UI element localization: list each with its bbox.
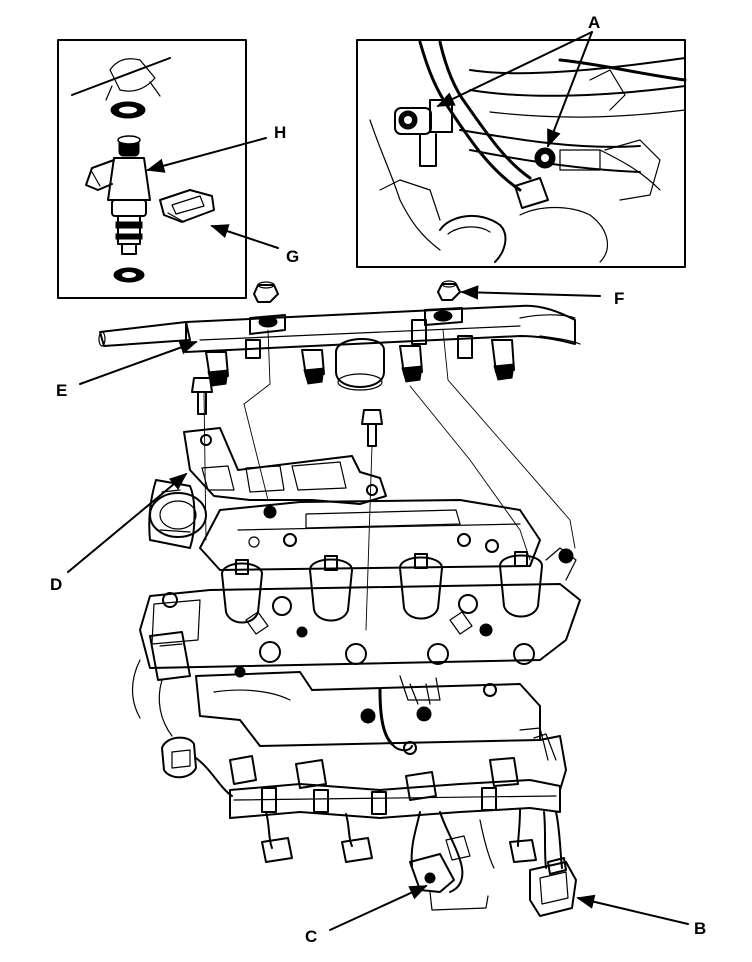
wire-harness — [161, 733, 577, 917]
arrow-a-left — [436, 31, 593, 107]
arrow-a-right — [547, 31, 593, 148]
arrow-b — [576, 894, 689, 925]
arrow-c — [329, 885, 428, 931]
arrow-h — [146, 137, 267, 173]
bolt-left — [191, 377, 213, 415]
bracket — [183, 427, 387, 505]
fuel-line-detail-inset — [356, 31, 687, 268]
alignment-lines — [203, 329, 576, 631]
rail-nut-right — [437, 280, 461, 301]
injector-detail-inset — [57, 39, 279, 299]
callout-b: B — [694, 919, 706, 938]
arrow-f — [460, 285, 601, 300]
injector-ports — [221, 551, 543, 624]
engine-head — [131, 479, 581, 761]
bolt-center — [361, 409, 383, 447]
callout-f: F — [614, 289, 624, 308]
rail-injectors — [205, 339, 515, 387]
callout-a: A — [588, 13, 600, 32]
arrow-g — [210, 224, 279, 249]
arrow-e — [79, 340, 198, 385]
callout-h: H — [274, 123, 286, 142]
callout-d: D — [50, 575, 62, 594]
upper-o-ring — [110, 101, 146, 119]
fuel-injector — [85, 135, 151, 255]
rail-nut-left — [253, 281, 279, 303]
callout-c: C — [305, 927, 317, 946]
callout-e: E — [56, 381, 67, 400]
injector-clip — [159, 189, 215, 223]
lower-o-ring — [113, 267, 145, 283]
callout-g: G — [286, 247, 299, 266]
fuel-rail — [98, 304, 581, 391]
arrow-d — [67, 472, 188, 573]
